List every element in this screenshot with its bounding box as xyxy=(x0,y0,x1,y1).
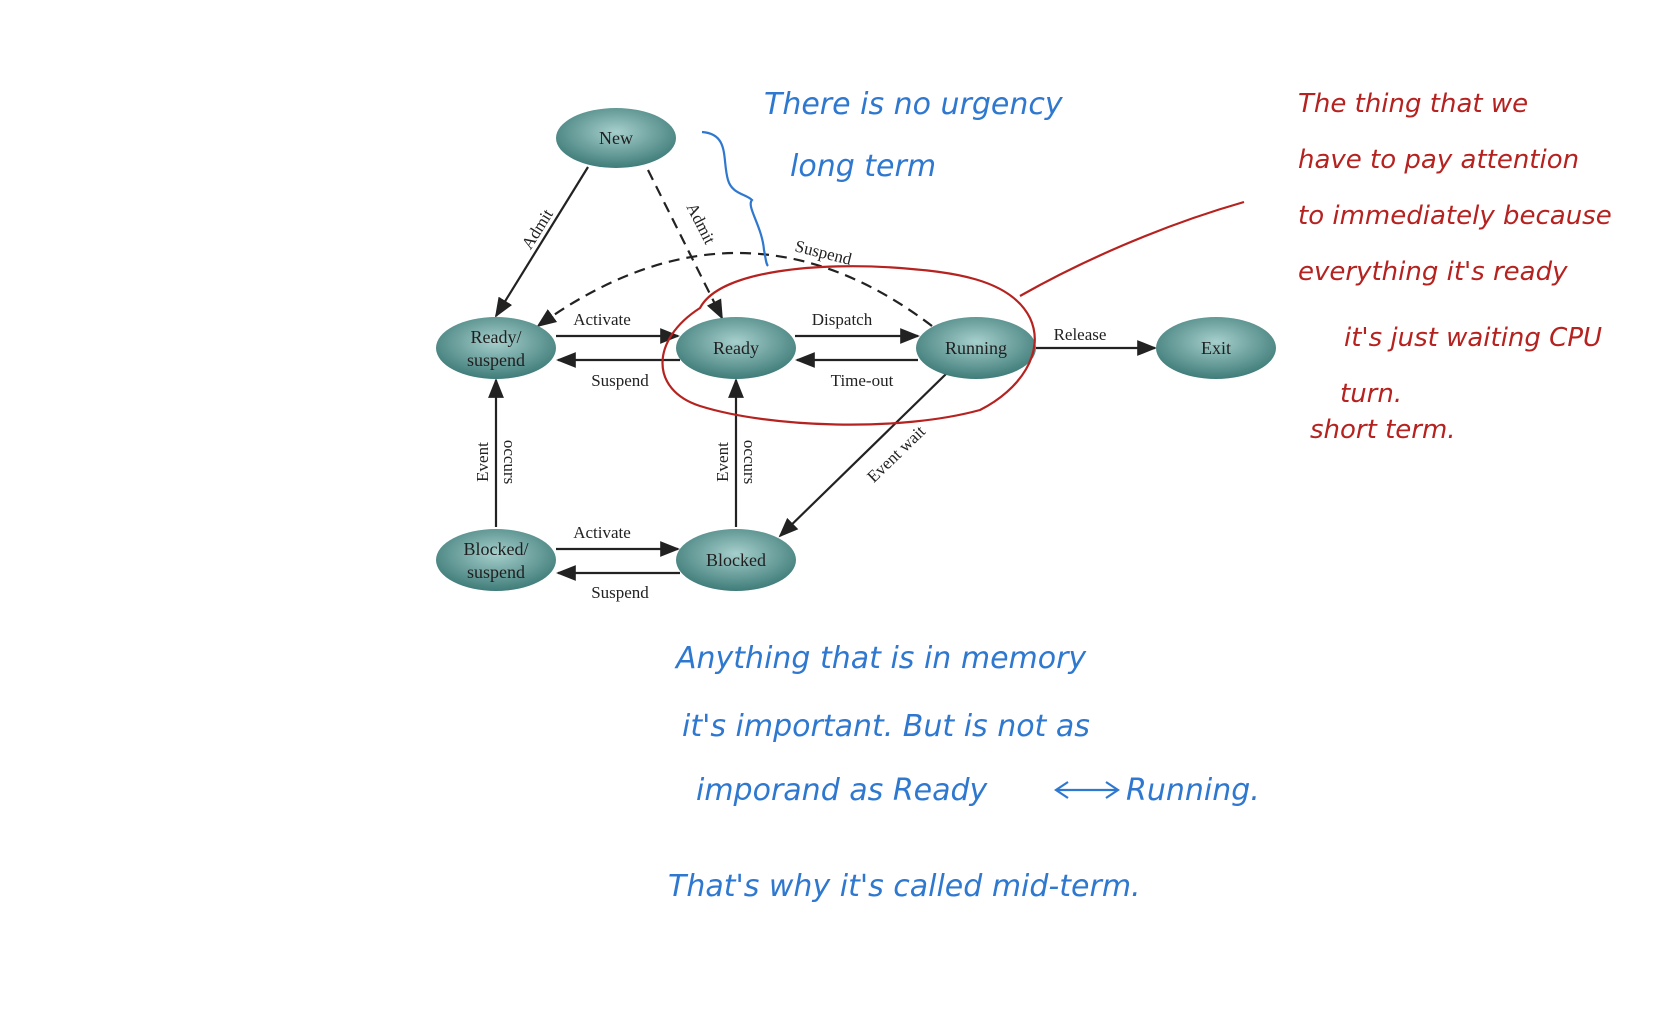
red-right-note: The thing that we have to pay attention … xyxy=(1298,89,1612,445)
label-event-wait: Event wait xyxy=(863,422,929,487)
label-activate-top: Activate xyxy=(573,310,631,329)
red-line-7: short term. xyxy=(1310,415,1456,445)
label-release: Release xyxy=(1054,325,1107,344)
blue-top-note: There is no urgency long term xyxy=(764,87,1064,184)
red-line-5: it's just waiting CPU xyxy=(1344,323,1602,353)
red-line-4: everything it's ready xyxy=(1298,257,1568,287)
edge-admit-to-ready xyxy=(647,169,723,320)
node-running: Running xyxy=(916,317,1036,379)
label-dispatch: Dispatch xyxy=(812,310,873,329)
node-ready-suspend-label-2: suspend xyxy=(467,350,525,370)
edge-labels: Admit Admit Suspend Activate Suspend Dis… xyxy=(473,200,1106,602)
blue-brace xyxy=(701,130,769,267)
node-exit-label: Exit xyxy=(1201,338,1231,358)
edge-admit-to-ready-suspend xyxy=(494,166,589,318)
label-suspend-arc: Suspend xyxy=(793,236,854,268)
blue-top-line-1: There is no urgency xyxy=(764,87,1064,122)
label-timeout: Time-out xyxy=(831,371,894,390)
node-blocked-label: Blocked xyxy=(706,550,766,570)
red-circle-ready-running xyxy=(661,265,1036,426)
red-line-1: The thing that we xyxy=(1298,89,1528,119)
label-event-occurs-left-1: Event xyxy=(473,442,492,482)
label-activate-bottom: Activate xyxy=(573,523,631,542)
label-suspend-bottom: Suspend xyxy=(591,583,649,602)
red-line-6: turn. xyxy=(1340,379,1402,409)
node-new: New xyxy=(556,108,676,168)
node-ready: Ready xyxy=(676,317,796,379)
blue-bottom-line-3: imporand as Ready xyxy=(696,773,989,808)
edge-event-wait xyxy=(778,373,947,538)
label-admit-right: Admit xyxy=(683,200,720,248)
red-pointer-line xyxy=(1019,200,1245,297)
node-blocked: Blocked xyxy=(676,529,796,591)
node-blocked-suspend: Blocked/ suspend xyxy=(436,529,556,591)
node-ready-label: Ready xyxy=(713,338,759,358)
label-suspend-top: Suspend xyxy=(591,371,649,390)
node-exit: Exit xyxy=(1156,317,1276,379)
node-blocked-suspend-label-2: suspend xyxy=(467,562,525,582)
node-new-label: New xyxy=(599,128,633,148)
ink-red-layer xyxy=(661,200,1245,426)
blue-bottom-note: Anything that is in memory it's importan… xyxy=(668,641,1260,904)
blue-bottom-line-1: Anything that is in memory xyxy=(674,641,1087,676)
nodes: New Ready/ suspend Ready Running Exit Bl… xyxy=(436,108,1276,591)
node-ready-suspend: Ready/ suspend xyxy=(436,317,556,379)
blue-top-line-2: long term xyxy=(790,149,936,184)
node-running-label: Running xyxy=(945,338,1007,358)
blue-bottom-line-2: it's important. But is not as xyxy=(682,709,1090,744)
edge-suspend-arc xyxy=(536,251,933,328)
blue-arrowhead-right xyxy=(1105,781,1120,799)
edges xyxy=(488,166,1157,581)
ink-blue-layer xyxy=(701,130,1120,799)
node-blocked-suspend-label-1: Blocked/ xyxy=(464,539,529,559)
node-ready-suspend-label-1: Ready/ xyxy=(471,327,522,347)
label-event-occurs-left-2: occurs xyxy=(500,440,519,484)
blue-bottom-line-4: Running. xyxy=(1126,773,1260,808)
label-event-occurs-mid-1: Event xyxy=(713,442,732,482)
blue-bottom-line-5: That's why it's called mid-term. xyxy=(668,869,1141,904)
label-admit-left: Admit xyxy=(518,205,557,252)
red-line-2: have to pay attention xyxy=(1298,145,1579,175)
blue-arrowhead-left xyxy=(1054,781,1069,799)
label-event-occurs-mid-2: occurs xyxy=(740,440,759,484)
red-line-3: to immediately because xyxy=(1298,201,1612,231)
